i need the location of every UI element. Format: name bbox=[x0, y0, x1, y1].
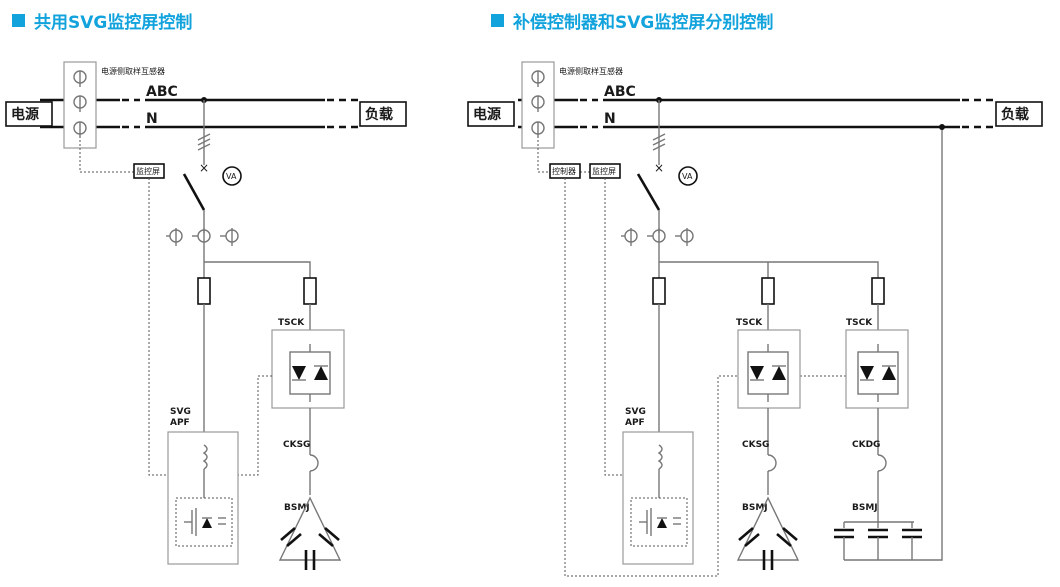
thyristor-pair bbox=[857, 344, 899, 402]
tsck-label: TSCK bbox=[278, 318, 305, 328]
bsmj-label: BSMJ bbox=[742, 503, 768, 513]
cksg-label: CKSG bbox=[283, 440, 310, 450]
monitor-label: 监控屏 bbox=[136, 166, 160, 176]
load-label: 负载 bbox=[1001, 106, 1029, 123]
fuse-tsc2 bbox=[871, 277, 885, 305]
cross-mark: × bbox=[654, 161, 664, 175]
fuse-svg bbox=[652, 277, 666, 305]
svg-label: SVG bbox=[170, 407, 191, 417]
thyristor-pair bbox=[289, 344, 331, 402]
va-meter bbox=[222, 166, 242, 186]
ct-symbol bbox=[531, 70, 545, 138]
fuse-tsc bbox=[303, 277, 317, 305]
heading-text: 补偿控制器和SVG监控屏分别控制 bbox=[513, 12, 774, 33]
n-label: N bbox=[604, 111, 616, 127]
abc-label: ABC bbox=[146, 84, 178, 100]
ct-label: 电源侧取样互感器 bbox=[559, 66, 623, 76]
apf-label: APF bbox=[625, 418, 645, 428]
va-label: VA bbox=[682, 172, 693, 181]
hatch-1 bbox=[197, 133, 211, 141]
source-box bbox=[467, 101, 515, 127]
va-label: VA bbox=[226, 172, 237, 181]
tsck-label: TSCK bbox=[736, 318, 763, 328]
igbt-symbol bbox=[184, 508, 226, 536]
ct-symbol bbox=[73, 70, 87, 138]
bsmj-label: BSMJ bbox=[852, 503, 878, 513]
bsmj-label: BSMJ bbox=[284, 503, 310, 513]
load-box bbox=[359, 101, 407, 127]
disconnect-switch bbox=[182, 173, 206, 211]
current-transformers bbox=[166, 228, 239, 246]
tsck-module bbox=[271, 329, 345, 409]
load-label: 负载 bbox=[365, 106, 393, 123]
current-transformers bbox=[621, 228, 694, 246]
svg-inductor bbox=[657, 444, 663, 470]
load-box bbox=[995, 101, 1043, 127]
hatch-3 bbox=[652, 143, 666, 151]
reactor-symbol bbox=[877, 454, 887, 472]
tsck-module-2 bbox=[845, 329, 909, 409]
disconnect-switch bbox=[636, 173, 661, 211]
monitor-to-svg-signal bbox=[148, 178, 175, 476]
svg-apf-module bbox=[167, 431, 239, 565]
reactor-symbol bbox=[767, 454, 777, 472]
svg-apf-module bbox=[622, 431, 694, 565]
source-label: 电源 bbox=[473, 106, 501, 123]
cksg-label: CKSG bbox=[742, 440, 769, 450]
delta-capacitor bbox=[736, 496, 800, 570]
tsck-control-signal bbox=[238, 375, 272, 476]
title-square-icon bbox=[12, 13, 25, 27]
igbt-frame bbox=[630, 497, 688, 547]
left-diagram: ABC N 电源 负载 电源侧取样互感器 监控屏 × VA bbox=[5, 61, 407, 570]
svg-inductor bbox=[202, 444, 208, 470]
controller-to-tsck-signal bbox=[564, 178, 738, 577]
fuse-svg bbox=[197, 277, 211, 305]
cross-mark: × bbox=[199, 161, 209, 175]
source-box bbox=[5, 101, 53, 127]
diagram-title-separate-control: 补偿控制器和SVG监控屏分别控制 bbox=[491, 8, 774, 33]
hatch-1 bbox=[652, 133, 666, 141]
tsck-module-1 bbox=[737, 329, 801, 409]
igbt-frame bbox=[175, 497, 233, 547]
va-meter bbox=[678, 166, 698, 186]
apf-label: APF bbox=[170, 418, 190, 428]
split-capacitor-bank bbox=[834, 127, 943, 561]
n-label: N bbox=[146, 111, 158, 127]
ct-to-monitor-signal bbox=[79, 140, 134, 173]
ct-to-controller-signal bbox=[537, 140, 550, 173]
abc-label: ABC bbox=[604, 84, 636, 100]
source-label: 电源 bbox=[11, 106, 39, 123]
igbt-symbol bbox=[639, 508, 681, 536]
n-junction-dot bbox=[939, 124, 945, 130]
tsck-label: TSCK bbox=[846, 318, 873, 328]
hatch-3 bbox=[197, 143, 211, 151]
branch-bus bbox=[659, 261, 879, 278]
controller-label: 控制器 bbox=[552, 166, 576, 176]
branch-tsc bbox=[204, 261, 311, 278]
fuse-tsc1 bbox=[761, 277, 775, 305]
hatch-2 bbox=[197, 138, 211, 146]
title-square-icon bbox=[491, 13, 504, 27]
ckdg-label: CKDG bbox=[852, 440, 880, 450]
right-diagram: ABC N 电源 负载 电源侧取样互感器 控制器 监控屏 × VA bbox=[467, 61, 1043, 577]
ct-label: 电源侧取样互感器 bbox=[101, 66, 165, 76]
hatch-2 bbox=[652, 138, 666, 146]
reactor-symbol bbox=[309, 454, 319, 472]
monitor-label: 监控屏 bbox=[592, 166, 616, 176]
monitor-to-svg-signal bbox=[604, 178, 624, 476]
thyristor-pair bbox=[747, 344, 789, 402]
heading-text: 共用SVG监控屏控制 bbox=[34, 12, 193, 33]
delta-capacitor bbox=[278, 496, 342, 570]
diagram-title-shared-control: 共用SVG监控屏控制 bbox=[12, 8, 193, 33]
svg-label: SVG bbox=[625, 407, 646, 417]
